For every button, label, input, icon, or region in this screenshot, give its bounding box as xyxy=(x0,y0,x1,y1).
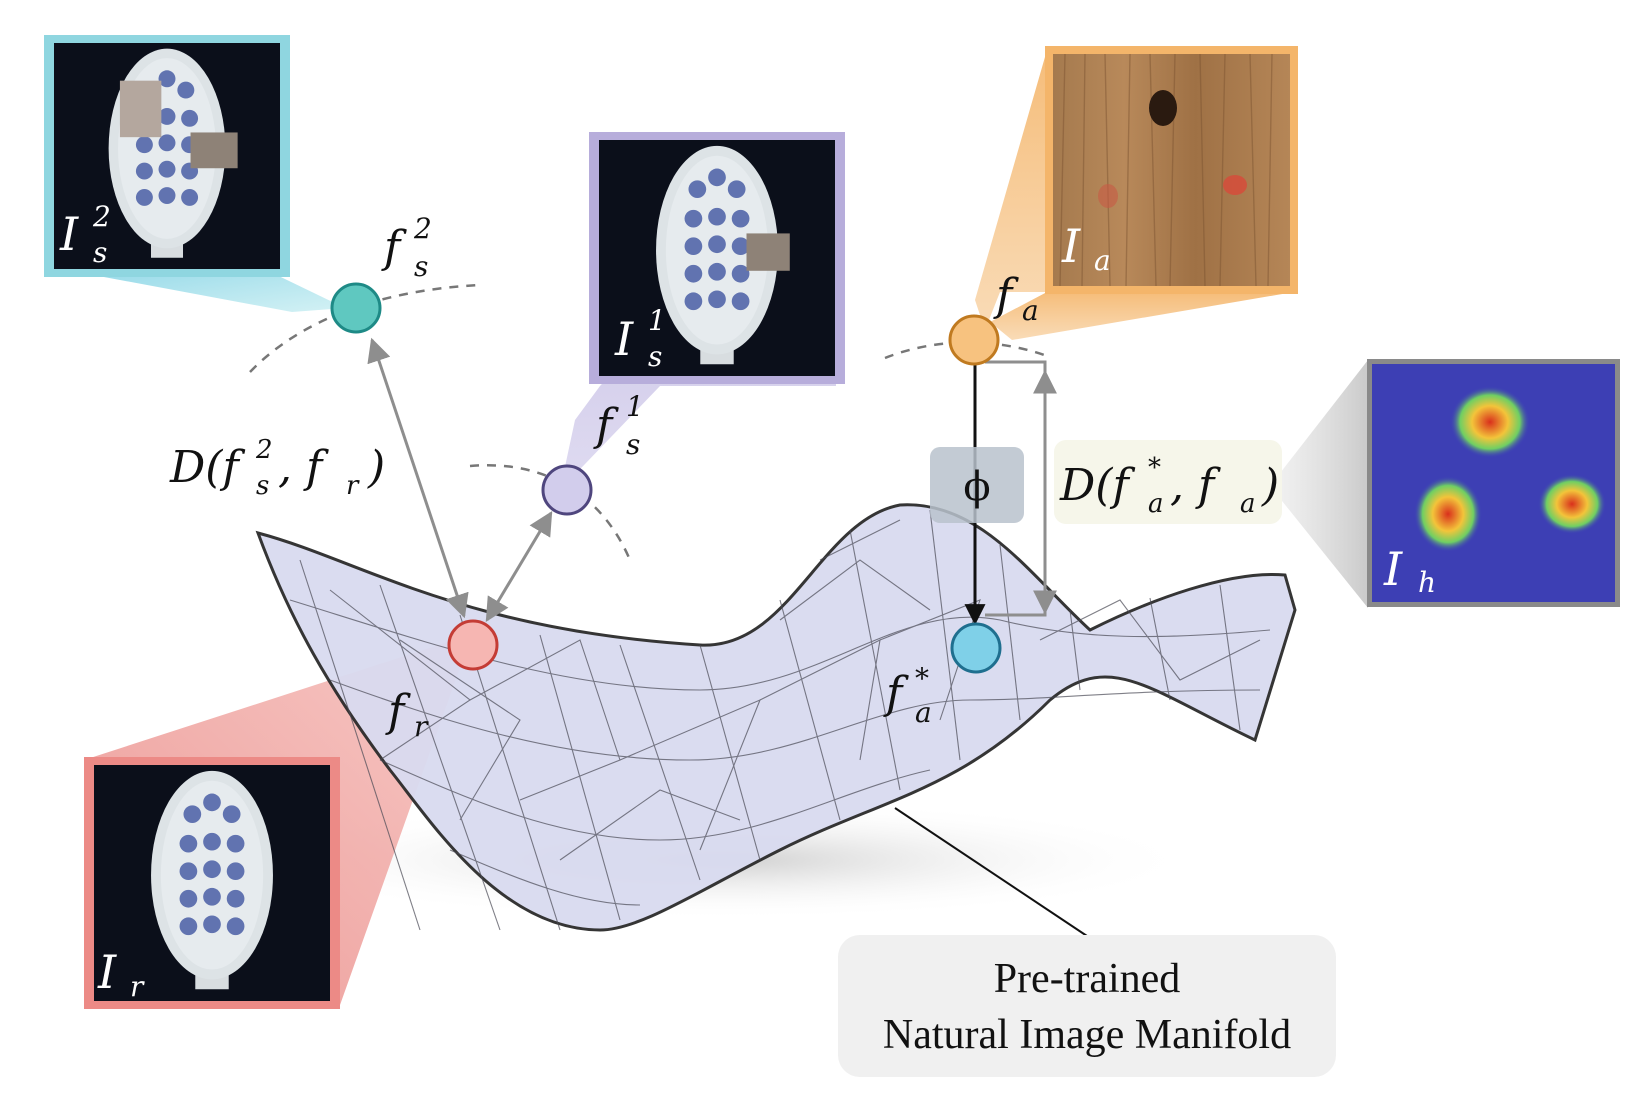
svg-text:1: 1 xyxy=(626,390,644,423)
svg-text:f: f xyxy=(381,222,407,273)
svg-text:r: r xyxy=(130,970,145,1003)
svg-text:a: a xyxy=(1148,489,1164,519)
callout-gray xyxy=(1270,360,1368,608)
label-Is1: I 1 s xyxy=(614,304,666,373)
svg-text:I: I xyxy=(97,945,117,999)
label-Ia: I a xyxy=(1061,219,1111,277)
label-Ih: I h xyxy=(1383,542,1436,599)
svg-text:*: * xyxy=(1148,453,1161,483)
node-fa xyxy=(948,314,1000,366)
svg-text:a: a xyxy=(915,696,932,729)
svg-text:D(f: D(f xyxy=(169,442,245,493)
phi-label: ϕ xyxy=(963,464,990,510)
caption-line1: Pre-trained xyxy=(994,956,1181,1002)
svg-text:r: r xyxy=(346,471,360,501)
svg-text:s: s xyxy=(93,236,107,269)
label-fs2: f 2 s xyxy=(381,212,432,283)
svg-text:s: s xyxy=(414,250,428,283)
svg-text:I: I xyxy=(59,207,79,261)
node-fr xyxy=(447,619,499,671)
svg-text:): ) xyxy=(367,442,385,493)
node-fs1 xyxy=(541,464,593,516)
svg-text:a: a xyxy=(1240,489,1256,519)
svg-text:, f: , f xyxy=(1170,460,1221,511)
label-Is2: I 2 s xyxy=(59,200,111,269)
node-fs2 xyxy=(330,282,382,334)
caption-box xyxy=(838,935,1336,1077)
svg-text:D(f: D(f xyxy=(1059,460,1135,511)
svg-text:h: h xyxy=(1418,566,1436,599)
arrow-fs2-fr xyxy=(367,337,469,619)
phi-box xyxy=(930,447,1024,523)
svg-text:): ) xyxy=(1261,460,1279,511)
node-fastar xyxy=(950,622,1002,674)
svg-text:2: 2 xyxy=(413,212,432,245)
dist-label-left: D(f 2 s , f r ) xyxy=(169,435,385,501)
svg-text:*: * xyxy=(915,662,929,695)
svg-text:I: I xyxy=(1383,542,1403,596)
image-Ia xyxy=(1045,46,1298,294)
svg-text:s: s xyxy=(626,428,640,461)
image-Ir xyxy=(84,757,340,1009)
svg-text:r: r xyxy=(414,710,429,743)
callout-orange-tail xyxy=(990,292,1294,340)
svg-text:a: a xyxy=(1022,294,1039,327)
arrow-fs1-fr xyxy=(485,510,553,623)
caption-leader xyxy=(894,807,1091,939)
svg-text:1: 1 xyxy=(648,304,666,337)
caption-line2: Natural Image Manifold xyxy=(883,1012,1291,1058)
dashed-arcs xyxy=(249,283,1051,561)
svg-text:s: s xyxy=(256,471,269,501)
label-Ir: I r xyxy=(97,945,145,1003)
svg-text:2: 2 xyxy=(92,200,111,233)
svg-text:a: a xyxy=(1094,244,1111,277)
callout-orange xyxy=(975,50,1047,330)
image-Is1 xyxy=(589,132,845,384)
callout-cyan xyxy=(45,266,345,312)
image-Ih xyxy=(1367,359,1620,607)
image-Is2 xyxy=(44,35,290,277)
svg-text:I: I xyxy=(1061,219,1081,273)
svg-text:2: 2 xyxy=(255,435,273,465)
svg-text:s: s xyxy=(648,340,662,373)
svg-text:, f: , f xyxy=(278,442,329,493)
dist-label-right: D(f * a , f a ) xyxy=(1054,440,1282,524)
svg-text:I: I xyxy=(614,312,634,366)
